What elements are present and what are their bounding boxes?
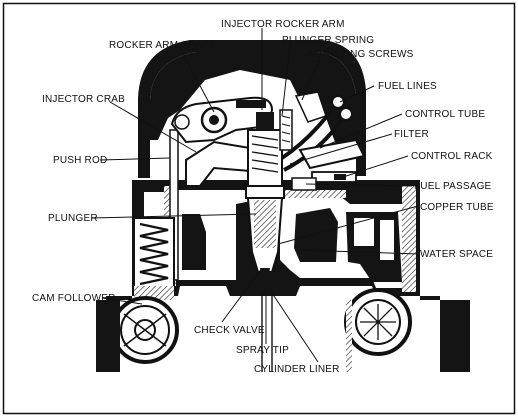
label-spray-tip: SPRAY TIP <box>236 345 289 356</box>
label-push-rod: PUSH ROD <box>53 155 107 166</box>
label-water-space: WATER SPACE <box>420 249 493 260</box>
label-cylinder-liner: CYLINDER LINER <box>254 364 340 375</box>
label-plunger-spring: PLUNGER SPRING <box>282 35 374 46</box>
leader-lines <box>91 28 419 363</box>
injector-crab <box>185 140 263 187</box>
label-adjusting-screws: ADJUSTING SCREWS <box>307 49 414 60</box>
cylinder-liner-lines <box>261 292 273 372</box>
rocker-cover <box>138 40 366 178</box>
label-control-tube: CONTROL TUBE <box>405 109 485 120</box>
label-filter: FILTER <box>394 129 429 140</box>
labels: INJECTOR ROCKER ARM ROCKER ARM SHAFT PLU… <box>32 19 494 375</box>
control-tube-shape <box>298 138 366 170</box>
cam-follower-spring <box>139 222 169 286</box>
label-plunger: PLUNGER <box>48 213 98 224</box>
injector-body <box>247 129 283 189</box>
label-fuel-passage: FUEL PASSAGE <box>414 181 492 192</box>
label-rocker-arm-shaft: ROCKER ARM SHAFT <box>109 40 215 51</box>
cover-interior <box>150 52 356 150</box>
label-injector-rocker-arm: INJECTOR ROCKER ARM <box>221 19 345 30</box>
label-cam-follower: CAM FOLLOWER <box>32 293 116 304</box>
label-check-valve: CHECK VALVE <box>194 325 265 336</box>
water-space-left <box>182 214 206 270</box>
fuel-lines-shape <box>280 102 338 160</box>
engine-illustration <box>96 40 470 372</box>
label-injector-crab: INJECTOR CRAB <box>42 94 125 105</box>
label-copper-tube: COPPER TUBE <box>420 202 494 213</box>
water-space-right <box>294 208 338 262</box>
label-control-rack: CONTROL RACK <box>411 151 493 162</box>
label-fuel-lines: FUEL LINES <box>378 81 437 92</box>
spray-tip-shape <box>260 268 270 286</box>
